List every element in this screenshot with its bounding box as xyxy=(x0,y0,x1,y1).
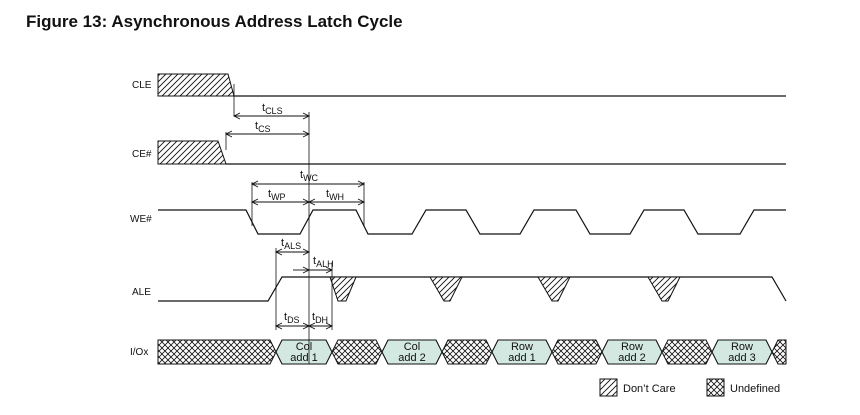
figure-title: Figure 13: Asynchronous Address Latch Cy… xyxy=(26,12,403,31)
bus-cycle-2-line2: add 2 xyxy=(398,352,426,364)
reference-lines xyxy=(225,84,365,364)
ale-label: ALE xyxy=(132,287,151,298)
ce-waveform xyxy=(157,140,786,165)
tdh-label: tDH xyxy=(312,311,328,325)
bus-cycle-1: Col add 1 xyxy=(290,341,318,364)
talh-label: tALH xyxy=(313,255,334,269)
undefined-swatch xyxy=(706,378,725,397)
bus-cycle-2-line1: Col xyxy=(404,341,421,353)
tds-label: tDS xyxy=(284,311,300,325)
ce-label: CE# xyxy=(132,149,152,160)
tals-label: tALS xyxy=(281,237,301,251)
undefined-label: Undefined xyxy=(730,383,780,395)
bus-cycle-4-line2: add 2 xyxy=(618,352,646,364)
we-waveform xyxy=(158,209,786,235)
bus-cycle-1-line1: Col xyxy=(296,341,313,353)
dont-care-label: Don’t Care xyxy=(623,383,676,395)
we-label: WE# xyxy=(130,214,152,225)
ale-waveform xyxy=(158,276,787,302)
io-bus xyxy=(157,339,787,365)
dont-care-swatch xyxy=(599,378,618,397)
bus-cycle-4: Row add 2 xyxy=(618,341,646,364)
bus-cycle-5: Row add 3 xyxy=(728,341,756,364)
bus-cycle-2: Col add 2 xyxy=(398,341,426,364)
tcls-label: tCLS xyxy=(262,102,283,116)
bus-cycle-3: Row add 1 xyxy=(508,341,536,364)
bus-cycle-1-line2: add 1 xyxy=(290,352,318,364)
timing-arrows xyxy=(224,112,366,330)
twc-label: tWC xyxy=(300,169,319,183)
twh-label: tWH xyxy=(326,188,344,202)
bus-cycle-5-line1: Row xyxy=(731,341,753,353)
cle-label: CLE xyxy=(132,80,152,91)
legend: Don’t Care Undefined xyxy=(599,378,780,397)
io-label: I/Ox xyxy=(130,347,148,358)
cle-waveform xyxy=(157,73,786,97)
bus-cycle-3-line1: Row xyxy=(511,341,533,353)
twp-label: tWP xyxy=(268,188,286,202)
bus-cycle-3-line2: add 1 xyxy=(508,352,536,364)
tcs-label: tCS xyxy=(255,120,271,134)
bus-cycle-5-line2: add 3 xyxy=(728,352,756,364)
bus-cycle-4-line1: Row xyxy=(621,341,643,353)
